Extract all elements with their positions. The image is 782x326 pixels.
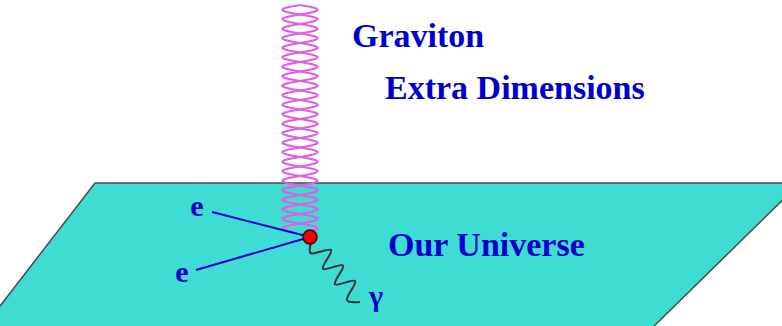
electron-line: [196, 237, 310, 270]
label-holder: Extra Dimensions: [385, 71, 645, 105]
label-holder: e: [190, 191, 203, 221]
photon-wave: [310, 240, 360, 302]
label-holder: Our Universe: [388, 228, 585, 262]
diagram-label: Extra Dimensions: [385, 71, 645, 105]
label-holder: e: [175, 257, 188, 287]
electron-line: [212, 212, 310, 237]
diagram-label: Our Universe: [388, 228, 585, 262]
vertex-dot: [303, 230, 317, 244]
diagram-label: Graviton: [352, 19, 484, 53]
graviton-helix: [282, 5, 317, 232]
diagram-label: γ: [369, 281, 383, 311]
photon-line: [310, 240, 360, 302]
label-holder: γ: [369, 281, 383, 311]
label-holder: Graviton: [352, 19, 484, 53]
diagram-label: e: [175, 257, 188, 287]
helix-strand: [282, 5, 317, 232]
universe-plane: [0, 183, 782, 326]
diagram-label: e: [190, 191, 203, 221]
helix-strand: [282, 5, 317, 232]
